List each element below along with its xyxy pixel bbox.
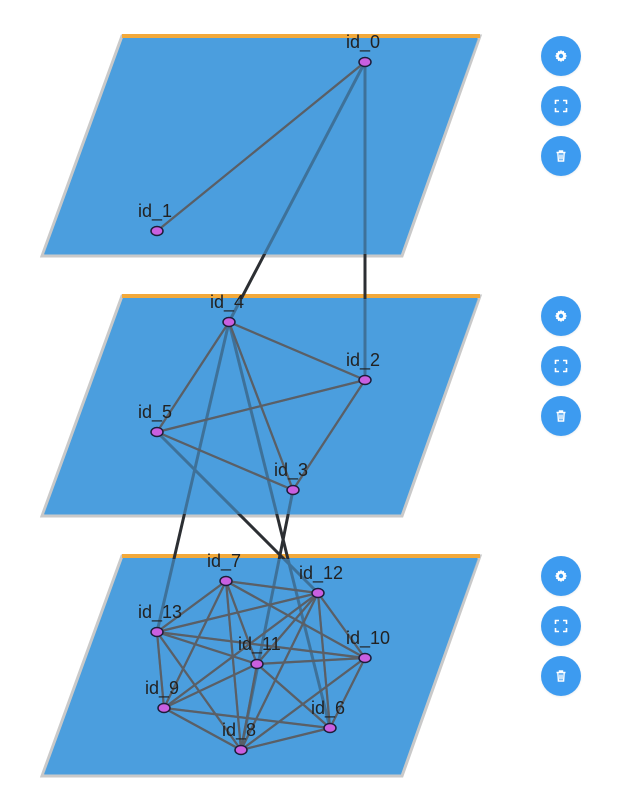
layer-middle-settings-button[interactable] (541, 296, 581, 336)
edge-id_7-id_8 (224, 580, 243, 751)
layer-middle-fullscreen-button[interactable] (541, 346, 581, 386)
edge-id_9-id_8 (163, 707, 242, 751)
edge-id_11-id_6 (256, 663, 331, 729)
trash-icon (554, 409, 568, 423)
fullscreen-icon (554, 359, 568, 373)
node-label: id_13 (138, 602, 182, 623)
settings-icon (554, 569, 568, 583)
node-marker[interactable] (234, 744, 248, 756)
node-id_12[interactable]: id_12 (299, 563, 343, 599)
node-id_2[interactable]: id_2 (346, 350, 380, 386)
node-label: id_7 (207, 551, 241, 572)
edge-id_13-id_11 (156, 630, 258, 666)
edge-id_12-id_9 (163, 592, 319, 709)
fullscreen-icon (554, 619, 568, 633)
edge-id_9-id_6 (163, 706, 331, 730)
node-label: id_11 (238, 634, 281, 655)
edge-id_0-id_1 (156, 61, 366, 232)
node-label: id_2 (346, 350, 380, 371)
layer-top-trash-button[interactable] (541, 136, 581, 176)
node-label: id_9 (145, 678, 179, 699)
node-marker[interactable] (219, 575, 233, 587)
trash-icon (554, 149, 568, 163)
edge-id_12-id_8 (240, 592, 319, 751)
node-id_13[interactable]: id_13 (138, 602, 182, 638)
settings-icon (554, 309, 568, 323)
layer-top-settings-button[interactable] (541, 36, 581, 76)
edge-id_7-id_13 (156, 580, 227, 633)
node-id_3[interactable]: id_3 (274, 460, 308, 496)
node-marker[interactable] (250, 658, 264, 670)
layer-bottom-trash-button[interactable] (541, 656, 581, 696)
edge-id_11-id_9 (163, 663, 258, 709)
graph-nodes: id_0 id_1 id_4 id_2 id_5 id_3 id_7 id_12 id_13id… (138, 32, 390, 756)
edge-id_5-id_3 (156, 430, 294, 492)
edge-id_12-id_13 (156, 591, 319, 634)
node-label: id_3 (274, 460, 308, 481)
edge-id_2-id_5 (156, 378, 366, 434)
edge-id_13-id_9 (155, 631, 166, 709)
node-marker[interactable] (222, 316, 236, 328)
node-label: id_12 (299, 563, 343, 584)
edge-id_11-id_10 (256, 656, 366, 666)
edge-id_10-id_8 (240, 657, 366, 751)
node-marker[interactable] (311, 587, 325, 599)
node-id_4[interactable]: id_4 (210, 292, 244, 328)
node-id_10[interactable]: id_10 (346, 628, 390, 664)
node-marker[interactable] (286, 484, 300, 496)
layer-middle-trash-button[interactable] (541, 396, 581, 436)
edge-id_4-id_2 (228, 320, 366, 382)
node-marker[interactable] (150, 225, 164, 237)
layer-bottom-fullscreen-button[interactable] (541, 606, 581, 646)
layer-bottom-settings-button[interactable] (541, 556, 581, 596)
edge-id_7-id_11 (224, 580, 259, 665)
node-id_9[interactable]: id_9 (145, 678, 179, 714)
node-label: id_5 (138, 402, 172, 423)
edge-id_4-id_5 (156, 321, 230, 433)
node-id_11[interactable]: id_11 (238, 634, 281, 670)
node-marker[interactable] (323, 722, 337, 734)
fullscreen-icon (554, 99, 568, 113)
node-id_5[interactable]: id_5 (138, 402, 172, 438)
trash-icon (554, 669, 568, 683)
edge-id_7-id_12 (225, 579, 319, 595)
node-id_8[interactable]: id_8 (222, 720, 256, 756)
node-label: id_10 (346, 628, 390, 649)
edge-id_6-id_8 (240, 726, 331, 752)
node-label: id_6 (311, 698, 345, 719)
edge-id_11-id_8 (239, 663, 259, 751)
node-marker[interactable] (358, 374, 372, 386)
edge-id_12-id_10 (317, 592, 366, 659)
node-marker[interactable] (358, 652, 372, 664)
node-id_1[interactable]: id_1 (138, 201, 172, 237)
node-label: id_8 (222, 720, 256, 741)
node-label: id_1 (138, 201, 172, 222)
edge-id_13-id_10 (156, 630, 366, 660)
edge-id_12-id_11 (256, 592, 319, 665)
edge-id_10-id_6 (329, 657, 366, 729)
node-id_7[interactable]: id_7 (207, 551, 241, 587)
settings-icon (554, 49, 568, 63)
node-id_0[interactable]: id_0 (346, 32, 380, 68)
node-label: id_4 (210, 292, 244, 313)
node-marker[interactable] (150, 426, 164, 438)
edge-id_2-id_3 (292, 379, 366, 491)
layer-top-fullscreen-button[interactable] (541, 86, 581, 126)
node-marker[interactable] (157, 702, 171, 714)
node-marker[interactable] (358, 56, 372, 68)
node-marker[interactable] (150, 626, 164, 638)
node-label: id_0 (346, 32, 380, 53)
node-id_6[interactable]: id_6 (311, 698, 345, 734)
